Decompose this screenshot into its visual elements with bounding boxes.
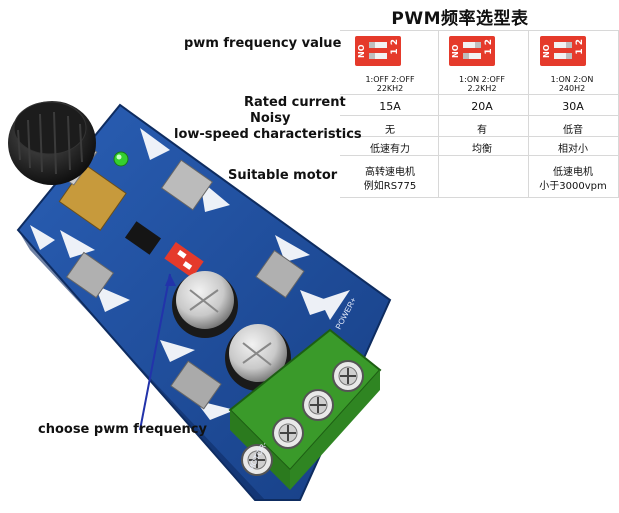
divider	[340, 136, 619, 137]
frequency-value: 22KH2	[376, 84, 404, 93]
motor-value-line2: 小于3000vpm	[539, 181, 607, 192]
frequency-value: 240H2	[558, 84, 586, 93]
switch-state: 1:ON 2:OFF	[459, 75, 505, 84]
divider	[340, 115, 619, 116]
motor-value-line1: 高转速电机	[365, 167, 415, 178]
table-title: PWM频率选型表	[391, 9, 529, 29]
noise-value: 无	[385, 125, 395, 136]
divider	[340, 30, 619, 31]
row-label-noisy: Noisy	[250, 111, 291, 126]
row-label-suitable-motor: Suitable motor	[228, 168, 338, 183]
knob-icon[interactable]	[8, 101, 96, 185]
dip-switch-icon: NO 1 2	[540, 36, 586, 66]
dip-numbers: 1 2	[575, 39, 585, 55]
divider	[340, 155, 619, 156]
dip-switch-icon: NO 1 2	[449, 36, 495, 66]
switch-state: 1:ON 2:ON	[550, 75, 594, 84]
annotation-arrow	[139, 273, 176, 431]
noise-value: 低音	[563, 125, 583, 136]
frequency-value: 2.2KH2	[467, 84, 497, 93]
noise-value: 有	[477, 125, 487, 136]
dip-on-label: NO	[357, 44, 366, 58]
dip-numbers: 1 2	[484, 39, 494, 55]
row-label-low-speed: low-speed characteristics	[174, 127, 362, 142]
choose-frequency-label: choose pwm frequency	[38, 422, 207, 437]
dip-on-label: NO	[451, 44, 460, 58]
current-value: 20A	[471, 100, 493, 113]
divider	[438, 30, 439, 197]
row-label-rated-current: Rated current	[244, 95, 346, 110]
current-value: 30A	[562, 100, 584, 113]
capacitor-1	[172, 271, 238, 338]
board-photo: POWER+ MOTOR-	[0, 80, 420, 509]
low-speed-value: 低速有力	[370, 144, 410, 155]
switch-state: 1:OFF 2:OFF	[365, 75, 415, 84]
motor-value-line1: 低速电机	[553, 167, 593, 178]
board-dip-switch[interactable]	[164, 242, 204, 278]
ic-chip	[124, 221, 162, 255]
led-icon	[113, 151, 129, 167]
low-speed-value: 相对小	[558, 144, 588, 155]
dip-on-label: NO	[542, 44, 551, 58]
heatsink-fins	[30, 128, 350, 420]
low-speed-value: 均衡	[472, 144, 492, 155]
dip-numbers: 1 2	[390, 39, 400, 55]
motor-value-line2: 例如RS775	[363, 181, 417, 192]
divider	[340, 94, 619, 95]
terminal-screws	[241, 360, 364, 476]
heatsinks	[65, 159, 305, 410]
divider	[528, 30, 529, 197]
current-value: 15A	[379, 100, 401, 113]
dip-switch-icon: NO 1 2	[355, 36, 401, 66]
row-label-pwm-frequency: pwm frequency value	[184, 36, 342, 51]
divider	[340, 197, 619, 198]
